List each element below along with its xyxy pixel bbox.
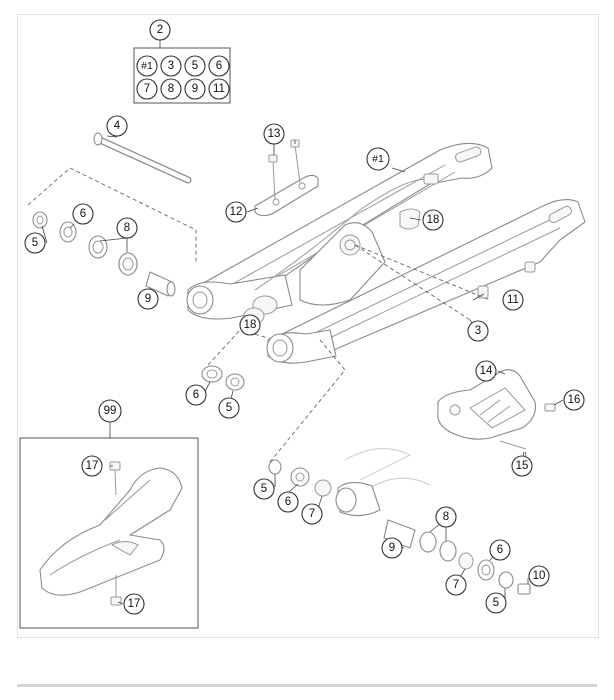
kit-item-6: 6 (208, 55, 230, 77)
kit-item-hash1: #1 (136, 55, 158, 77)
svg-text:17: 17 (86, 460, 99, 472)
svg-text:8: 8 (443, 511, 449, 523)
callout-3: 3 (467, 320, 489, 342)
kit-item-8: 8 (160, 78, 182, 100)
svg-text:7: 7 (309, 508, 315, 520)
svg-text:11: 11 (507, 294, 519, 306)
callout-hash1: #1 (366, 147, 390, 171)
svg-text:8: 8 (124, 222, 130, 234)
callout-18-mid: 18 (239, 314, 261, 336)
assembly-dashed-lines (27, 167, 531, 471)
callout-17-bottom: 17 (123, 593, 145, 615)
svg-text:5: 5 (32, 237, 38, 249)
svg-text:16: 16 (568, 394, 581, 406)
swingarm-drawing (186, 142, 586, 364)
callout-16: 16 (563, 389, 585, 411)
callout-2: 2 (149, 19, 171, 41)
svg-text:99: 99 (104, 405, 117, 417)
callout-15: 15 (511, 455, 533, 477)
callout-5-lower: 5 (253, 478, 275, 500)
callout-12: 12 (225, 201, 247, 223)
callout-6-mid: 6 (185, 384, 207, 406)
svg-text:#1: #1 (372, 153, 384, 165)
svg-text:10: 10 (533, 570, 546, 582)
callout-9-lower: 9 (381, 537, 403, 559)
svg-text:#1: #1 (141, 60, 153, 72)
callout-14: 14 (475, 360, 497, 382)
svg-text:7: 7 (144, 83, 150, 95)
svg-text:9: 9 (145, 293, 151, 305)
svg-text:18: 18 (244, 319, 257, 331)
chain-guide-14-drawing (437, 369, 556, 450)
lower-bearing-stack-drawing (268, 448, 531, 595)
svg-text:17: 17 (128, 598, 141, 610)
callout-99: 99 (98, 399, 122, 423)
svg-text:6: 6 (285, 496, 291, 508)
kit-item-5: 5 (184, 55, 206, 77)
svg-text:5: 5 (261, 483, 267, 495)
callout-10: 10 (528, 565, 550, 587)
svg-text:11: 11 (213, 83, 225, 95)
callout-6-left: 6 (72, 203, 94, 225)
pivot-axle-4-drawing (93, 132, 192, 184)
kit-item-7: 7 (136, 78, 158, 100)
svg-text:9: 9 (389, 542, 395, 554)
svg-text:6: 6 (80, 208, 86, 220)
callout-5-left: 5 (24, 232, 46, 254)
callout-8-lower: 8 (435, 506, 457, 528)
svg-text:6: 6 (193, 389, 199, 401)
svg-text:3: 3 (475, 325, 481, 337)
svg-text:12: 12 (230, 206, 243, 218)
callout-18-right: 18 (422, 209, 444, 231)
callout-11: 11 (502, 289, 524, 311)
kit-item-9: 9 (184, 78, 206, 100)
svg-text:6: 6 (216, 60, 222, 72)
callout-7-lower: 7 (301, 503, 323, 525)
callout-17-top: 17 (81, 455, 103, 477)
kit-item-11: 11 (208, 78, 230, 100)
callout-9-left: 9 (137, 288, 159, 310)
callout-7-right: 7 (445, 574, 467, 596)
svg-text:13: 13 (268, 128, 281, 140)
svg-text:4: 4 (114, 120, 121, 132)
callout-5-right: 5 (485, 592, 507, 614)
svg-text:7: 7 (453, 579, 459, 591)
left-bearing-stack-drawing (32, 211, 176, 297)
callout-6-right: 6 (489, 539, 511, 561)
callout-5-mid: 5 (218, 397, 240, 419)
svg-text:6: 6 (497, 544, 503, 556)
svg-text:18: 18 (427, 214, 440, 226)
kit-item-3: 3 (160, 55, 182, 77)
svg-text:9: 9 (192, 83, 198, 95)
callout-13: 13 (263, 123, 285, 145)
callout-8-left: 8 (116, 217, 138, 239)
protector-18-right-drawing (399, 208, 421, 230)
callout-6-lower: 6 (277, 491, 299, 513)
callout-4: 4 (106, 115, 128, 137)
svg-text:8: 8 (168, 83, 174, 95)
svg-text:5: 5 (226, 402, 232, 414)
bottom-divider (17, 684, 597, 687)
svg-text:15: 15 (516, 460, 529, 472)
svg-text:5: 5 (192, 60, 198, 72)
brake-guide-12-drawing (254, 139, 319, 217)
inset-chain-slider-99 (19, 437, 199, 629)
svg-text:2: 2 (157, 24, 163, 36)
svg-text:14: 14 (480, 365, 493, 377)
kit-box-2 (133, 47, 231, 104)
svg-text:3: 3 (168, 60, 174, 72)
svg-text:5: 5 (493, 597, 499, 609)
